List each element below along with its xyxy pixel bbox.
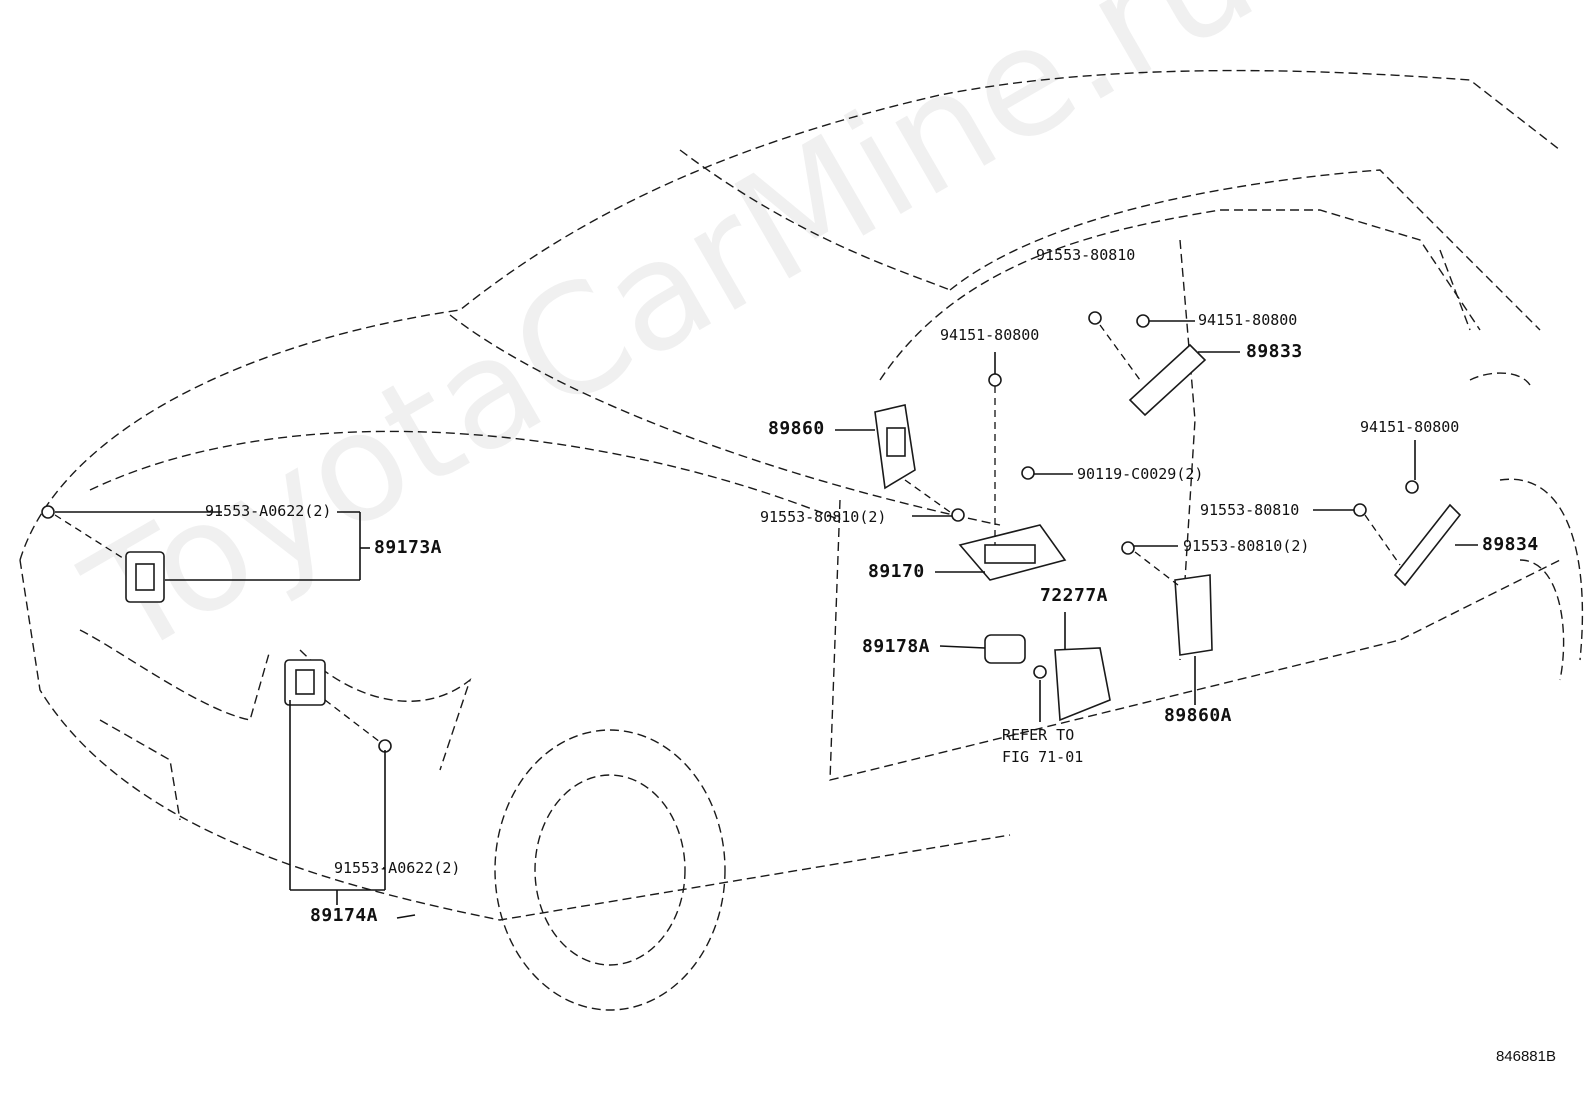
- callout-90119-C0029: 90119-C0029(2): [1077, 465, 1204, 483]
- car-outline: [19, 69, 1584, 1011]
- part-sensor-89860: [874, 404, 916, 490]
- callout-89860A: 89860A: [1164, 705, 1233, 726]
- part-sensor-89174A: [284, 659, 326, 706]
- part-sensor-89173A: [125, 551, 165, 603]
- part-airbag-ecu-89170: [958, 524, 1067, 581]
- callout-89170: 89170: [868, 561, 925, 582]
- callout-fig-71-01: FIG 71-01: [1002, 748, 1084, 766]
- callout-89860: 89860: [768, 418, 825, 439]
- callout-89834: 89834: [1482, 534, 1539, 555]
- callout-94151-80800-center: 94151-80800: [940, 326, 1040, 344]
- callout-89833: 89833: [1246, 341, 1303, 362]
- callout-91553-A0622-bottom: 91553-A0622(2): [334, 859, 461, 877]
- fasteners: [41, 311, 1419, 753]
- callout-refer-to: REFER TO: [1002, 726, 1075, 744]
- callout-94151-80800-right: 94151-80800: [1360, 418, 1460, 436]
- part-bracket-72277A: [1054, 647, 1111, 722]
- leader-lines: [55, 320, 1478, 919]
- callout-91553-80810-upper: 91553-80810: [1036, 246, 1136, 264]
- callout-91553-80810-right: 91553-80810: [1200, 501, 1300, 519]
- callout-91553-80810-2-left: 91553-80810(2): [760, 508, 887, 526]
- part-sensor-89178A: [984, 634, 1026, 664]
- callout-91553-A0622-top: 91553-A0622(2): [205, 502, 332, 520]
- part-sensor-89834: [1393, 503, 1462, 587]
- callout-89178A: 89178A: [862, 636, 931, 657]
- image-id-label: 846881B: [1495, 1048, 1556, 1065]
- callout-89173A: 89173A: [374, 537, 443, 558]
- callout-94151-80800-upper-right: 94151-80800: [1198, 311, 1298, 329]
- callout-91553-80810-2-right: 91553-80810(2): [1183, 537, 1310, 555]
- part-sensor-89860A: [1174, 574, 1213, 656]
- dashed-leaders: [54, 324, 1401, 743]
- callout-72277A: 72277A: [1040, 585, 1109, 606]
- part-sensor-89833: [1128, 343, 1207, 417]
- callout-89174A: 89174A: [310, 905, 379, 926]
